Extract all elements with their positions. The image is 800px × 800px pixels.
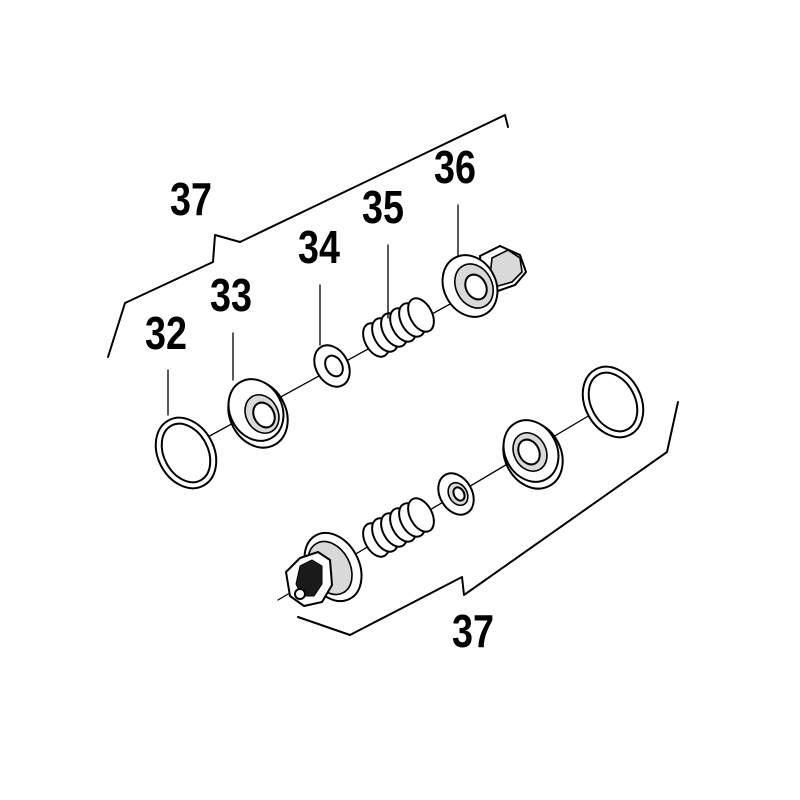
spring-35 (362, 297, 435, 358)
part-label-37-bottom: 37 (452, 605, 494, 657)
part-label-34: 34 (298, 221, 340, 273)
valve-seat-bottom (502, 419, 564, 490)
part-label-32: 32 (145, 307, 187, 359)
spring-bottom (362, 497, 435, 558)
assembly-bracket-bottom (297, 401, 679, 636)
part-label-35: 35 (362, 181, 404, 233)
washer-34 (313, 344, 351, 388)
valve-cap-bottom (284, 531, 363, 608)
valve-cap-36 (441, 244, 528, 318)
part-label-36: 36 (434, 141, 476, 193)
o-ring-bottom (581, 365, 645, 439)
o-ring-32 (154, 416, 218, 490)
part-label-33: 33 (210, 269, 252, 321)
valve-seat-33 (227, 378, 289, 449)
washer-bottom (437, 472, 475, 516)
part-label-37-top: 37 (170, 173, 212, 225)
assembly-bracket-top (107, 114, 509, 358)
